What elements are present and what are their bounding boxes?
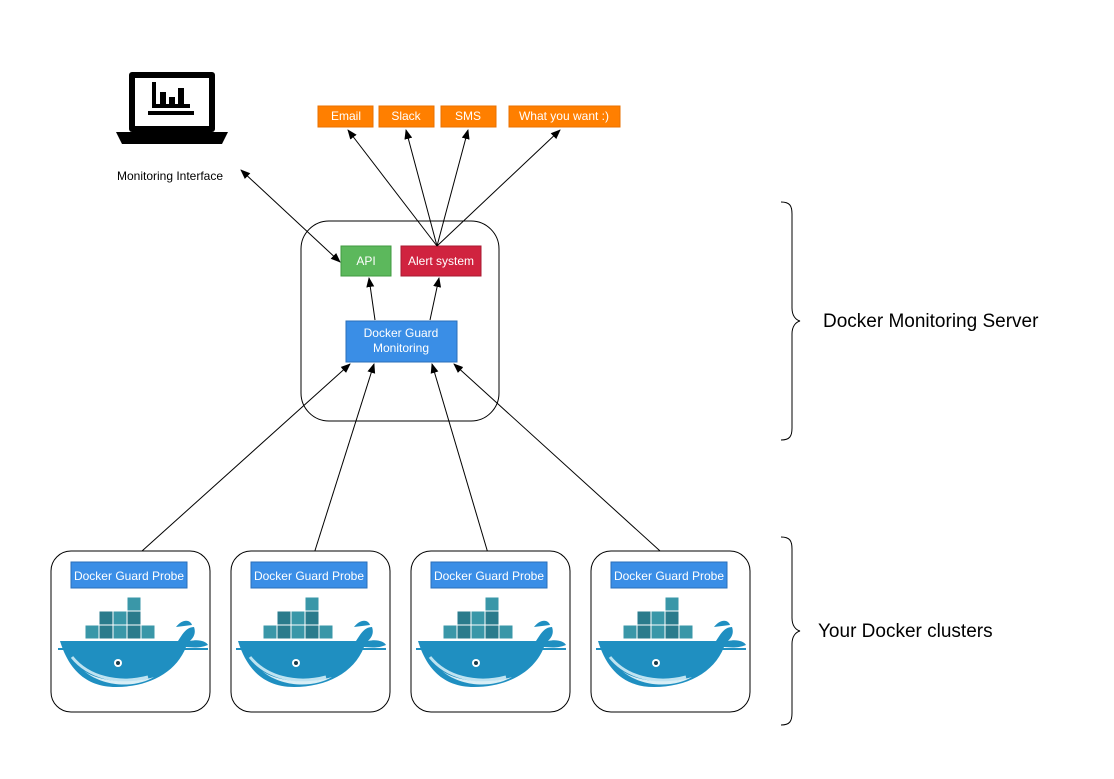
notification-sms: SMS [440,105,497,128]
server-brace [780,201,801,441]
notification-slack: Slack [378,105,435,128]
notification-custom: What you want :) [508,105,621,128]
clusters-group-label: Your Docker clusters [818,621,993,642]
notification-custom-label: What you want :) [519,109,609,123]
notification-sms-label: SMS [455,109,481,123]
cluster-2: Docker Guard Probe [230,550,391,713]
connector-arrows [131,129,671,561]
probe-label: Docker Guard Probe [254,569,364,583]
probe-label: Docker Guard Probe [614,569,724,583]
laptop-chart-icon [116,72,228,144]
cluster-4: Docker Guard Probe [590,550,751,713]
notification-slack-label: Slack [391,109,421,123]
alert-system-box: Alert system [400,245,482,277]
monitoring-label-line1: Docker Guard [364,326,439,340]
notification-email: Email [317,105,374,128]
probe-label: Docker Guard Probe [434,569,544,583]
monitoring-label-line2: Monitoring [373,341,429,355]
api-label: API [356,254,375,268]
api-box: API [340,245,392,277]
monitoring-box: Docker Guard Monitoring [345,320,458,363]
monitoring-interface-label: Monitoring Interface [117,169,223,183]
cluster-3: Docker Guard Probe [410,550,571,713]
clusters-brace [780,536,801,726]
alert-system-label: Alert system [408,254,474,268]
cluster-1: Docker Guard Probe [50,550,211,713]
probe-label: Docker Guard Probe [74,569,184,583]
server-container [300,220,500,422]
server-group-label: Docker Monitoring Server [823,311,1039,332]
notification-email-label: Email [331,109,361,123]
